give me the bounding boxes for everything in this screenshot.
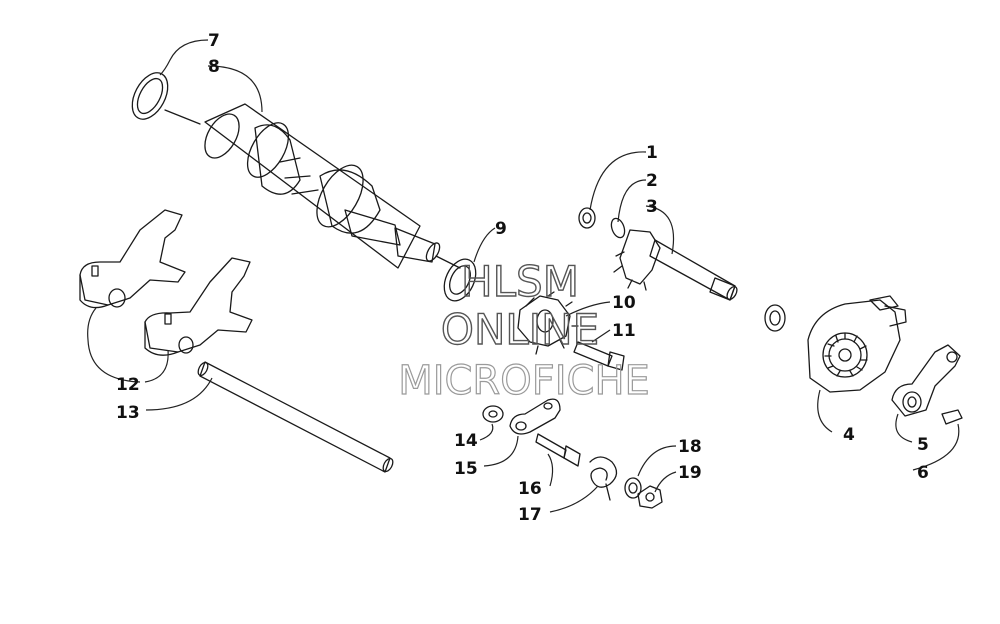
label-2: 2 — [646, 171, 658, 191]
label-18: 18 — [678, 437, 702, 457]
label-3: 3 — [646, 197, 658, 217]
label-17: 17 — [518, 505, 542, 525]
label-11: 11 — [612, 321, 636, 341]
shift-fork-upper — [79, 209, 186, 309]
label-13: 13 — [116, 403, 140, 423]
label-9: 9 — [495, 219, 507, 239]
watermark-line-3: MICROFICHE — [398, 358, 650, 404]
leader-lines — [87, 39, 960, 513]
label-10: 10 — [612, 293, 636, 313]
shift-arm — [891, 344, 963, 425]
label-1: 1 — [646, 143, 658, 163]
shift-cover — [764, 295, 907, 393]
seal-and-gear — [443, 258, 625, 371]
small-parts — [482, 398, 663, 509]
label-6: 6 — [917, 463, 929, 483]
watermark-line-2: ONLINE — [441, 305, 599, 354]
label-15: 15 — [454, 459, 478, 479]
label-16: 16 — [518, 479, 542, 499]
watermark: HLSM ONLINE MICROFICHE — [398, 256, 651, 404]
label-5: 5 — [917, 435, 929, 455]
shift-fork-lower — [144, 257, 253, 356]
watermark-line-1: HLSM — [461, 257, 579, 306]
label-14: 14 — [454, 431, 478, 451]
part-labels: 1 2 3 4 5 6 7 8 9 10 11 12 13 14 15 16 1… — [116, 31, 929, 525]
label-19: 19 — [678, 463, 702, 483]
label-7: 7 — [208, 31, 220, 51]
label-4: 4 — [843, 425, 855, 445]
label-12: 12 — [116, 375, 140, 395]
label-8: 8 — [208, 57, 220, 77]
shift-drum — [131, 72, 461, 269]
shift-rod — [197, 361, 394, 473]
shift-shaft — [578, 207, 738, 301]
